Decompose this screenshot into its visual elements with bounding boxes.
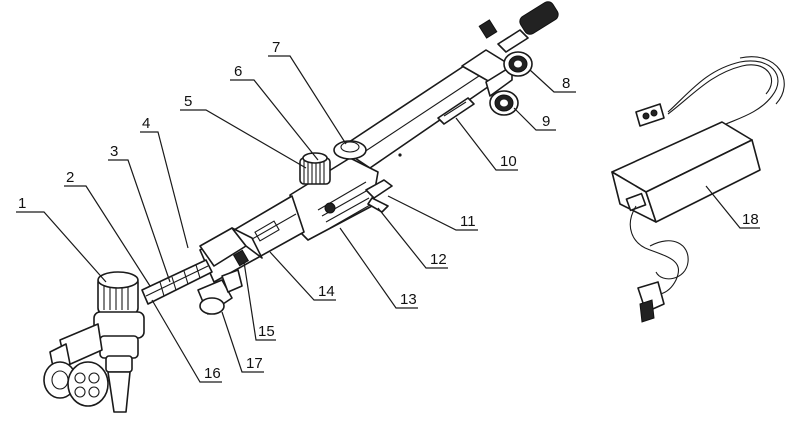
mount-bracket bbox=[43, 323, 109, 407]
gear-block-4 bbox=[199, 227, 263, 267]
callout-7: 7 bbox=[272, 39, 280, 56]
callout-13: 13 bbox=[400, 291, 417, 308]
leader-lines bbox=[16, 55, 760, 383]
callout-2: 2 bbox=[66, 169, 74, 186]
adjust-knob-8 bbox=[503, 51, 533, 77]
callout-12: 12 bbox=[430, 251, 447, 268]
callout-3: 3 bbox=[110, 143, 118, 160]
callout-8: 8 bbox=[562, 75, 570, 92]
callout-16: 16 bbox=[204, 365, 221, 382]
callout-9: 9 bbox=[542, 113, 550, 130]
callout-14: 14 bbox=[318, 283, 335, 300]
callout-11: 11 bbox=[460, 213, 476, 230]
callout-1: 1 bbox=[18, 195, 26, 212]
callout-17: 17 bbox=[246, 355, 263, 372]
callout-6: 6 bbox=[234, 63, 242, 80]
lever-11-12 bbox=[365, 179, 393, 213]
guide-rail-2-3 bbox=[141, 259, 213, 305]
dc-output-cable bbox=[629, 205, 689, 323]
callout-15: 15 bbox=[258, 323, 275, 340]
ac-plug-cable bbox=[635, 56, 785, 127]
callout-5: 5 bbox=[184, 93, 192, 110]
adjust-knob-9 bbox=[489, 90, 519, 116]
torch-head-1 bbox=[93, 271, 145, 413]
callout-10: 10 bbox=[500, 153, 517, 170]
power-adapter-18 bbox=[611, 121, 761, 223]
callout-labels: 1 2 3 4 5 6 7 8 9 10 11 12 13 14 15 16 1… bbox=[18, 39, 759, 382]
handle-knob-top bbox=[478, 1, 559, 53]
callout-4: 4 bbox=[142, 115, 150, 132]
callout-18: 18 bbox=[742, 211, 759, 228]
knurled-knob-6 bbox=[299, 152, 331, 185]
screw-5 bbox=[324, 202, 336, 214]
slot-window-10 bbox=[437, 97, 475, 125]
top-cap-7 bbox=[333, 140, 367, 160]
bottom-clamp-17 bbox=[197, 269, 243, 315]
